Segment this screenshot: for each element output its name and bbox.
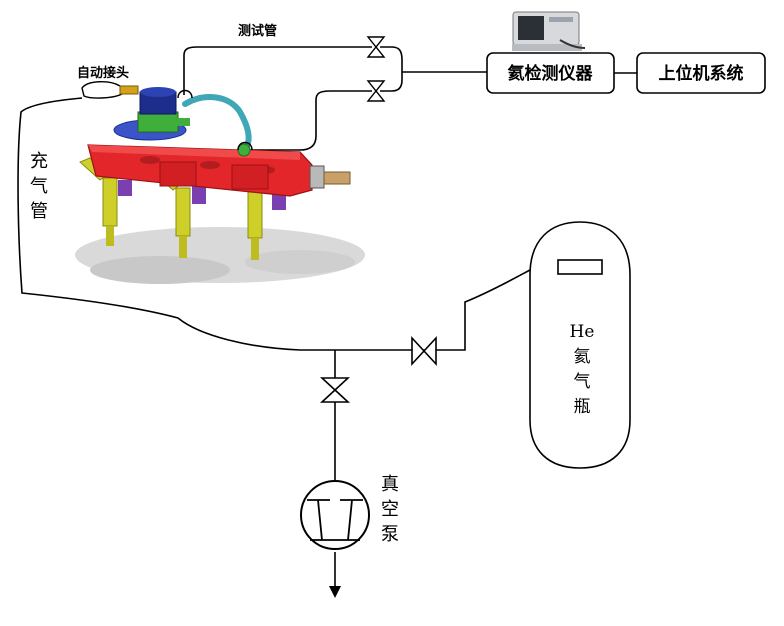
cylinder-valve-icon — [411, 335, 437, 367]
vacuum-valve-icon — [319, 377, 351, 403]
host-system-label: 上位机系统 — [659, 63, 744, 84]
helium-cylinder-icon — [529, 221, 631, 469]
auto-connector-label: 自动接头 — [77, 65, 129, 81]
fill-tube-label-3: 管 — [30, 201, 48, 222]
vacuum-pump-label-2: 空 — [381, 499, 399, 520]
vacuum-pump-icon — [300, 480, 370, 550]
test-tube-line-lower — [245, 90, 372, 151]
vacuum-pump-label-1: 真 — [381, 474, 399, 495]
exhaust-arrow-icon — [329, 586, 341, 598]
fuel-rail-assembly-icon — [75, 81, 365, 284]
test-tube-line-upper — [183, 46, 372, 95]
fill-tube-label-1: 充 — [30, 151, 48, 172]
host-system-box — [636, 52, 766, 94]
fill-tube-label-2: 气 — [30, 176, 48, 197]
fill-tube-line — [17, 97, 531, 351]
helium-detector-device-icon — [512, 11, 586, 51]
he-cylinder-label-4: 瓶 — [574, 397, 591, 417]
he-cylinder-label-1: He — [570, 322, 595, 342]
test-tube-valve-upper-icon — [366, 36, 386, 58]
vacuum-pump-label-3: 泵 — [381, 524, 399, 545]
he-cylinder-label-3: 气 — [574, 372, 591, 392]
test-tube-label: 测试管 — [238, 23, 277, 39]
test-tube-valve-lower-icon — [366, 80, 386, 102]
test-tube-merge-line — [380, 46, 403, 92]
he-cylinder-label-2: 氦 — [574, 347, 591, 367]
helium-detector-label: 氦检测仪器 — [508, 63, 594, 84]
